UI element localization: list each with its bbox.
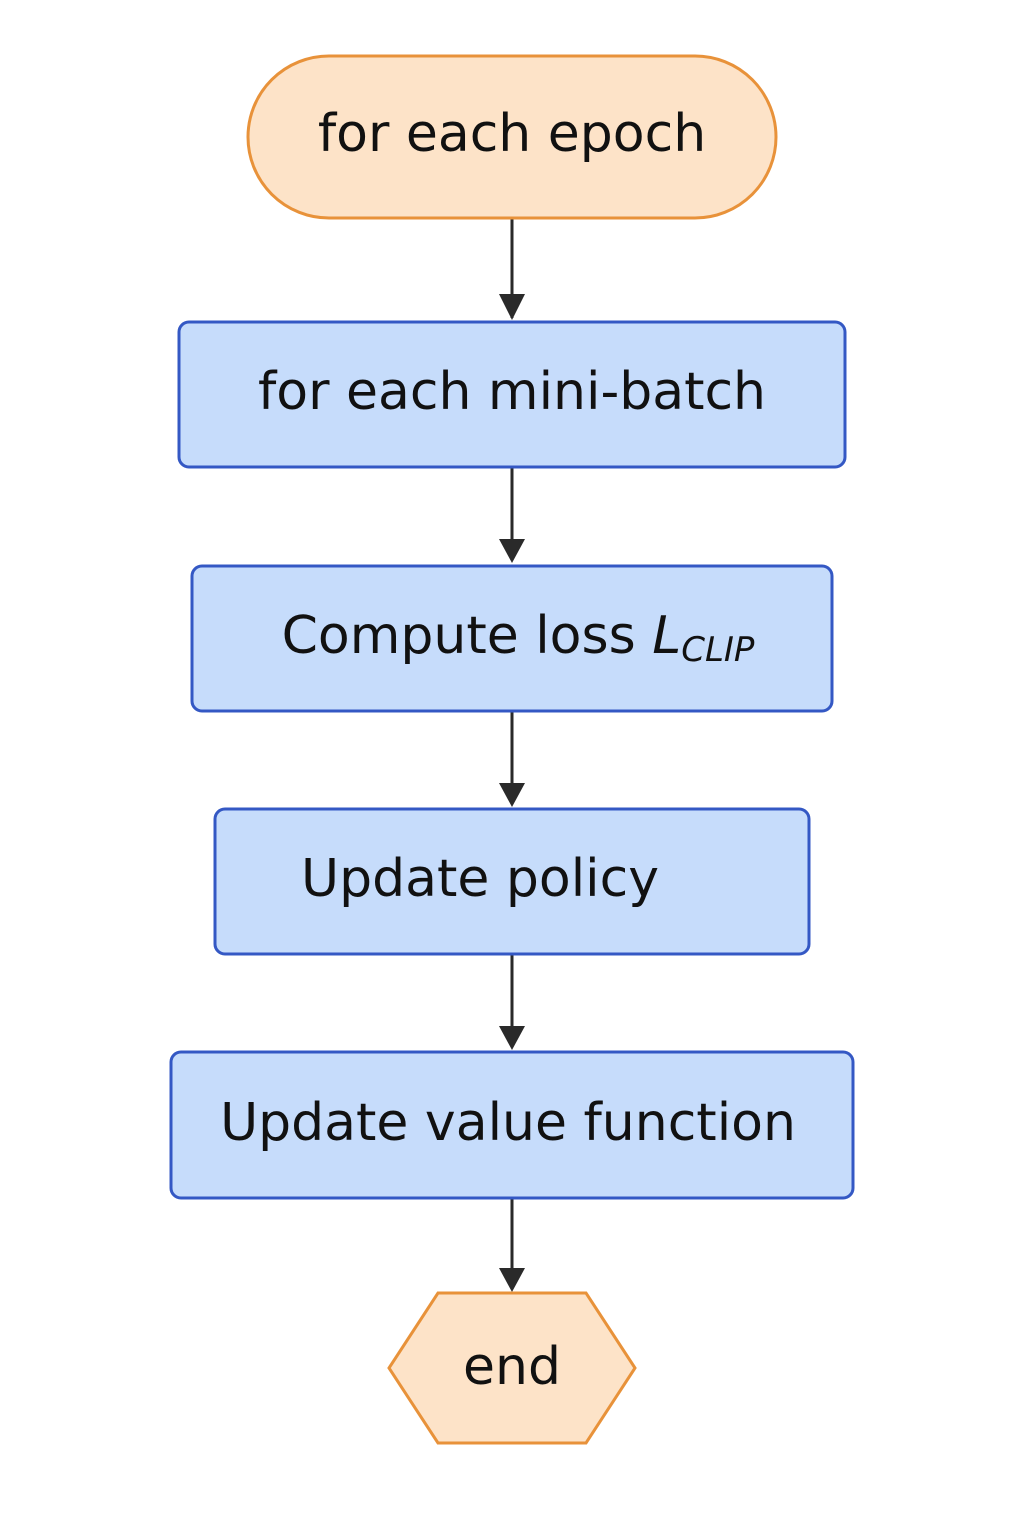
compute-loss-text: Compute loss [282,606,653,666]
update-policy-label: Update policy [301,849,659,909]
arrowhead-5 [499,1268,525,1292]
end-node: end [387,1291,637,1445]
minibatch-node: for each mini-batch [177,320,847,469]
loss-symbol: L [652,606,681,666]
update-policy-node: Update policy [213,807,811,956]
start-node: for each epoch [246,54,778,220]
minibatch-node-label: for each mini-batch [258,362,766,422]
update-value-node: Update value function [169,1050,855,1200]
arrowhead-1 [499,294,525,320]
end-node-label: end [463,1337,561,1397]
loss-subscript: CLIP [681,630,755,670]
update-value-label: Update value function [220,1093,796,1153]
compute-loss-label: Compute loss LCLIP [282,606,755,670]
connectors [499,218,525,1292]
start-node-label: for each epoch [318,104,706,164]
arrowhead-4 [499,1026,525,1050]
arrowhead-2 [499,539,525,563]
compute-loss-node: Compute loss LCLIP [190,564,834,713]
arrowhead-3 [499,783,525,807]
